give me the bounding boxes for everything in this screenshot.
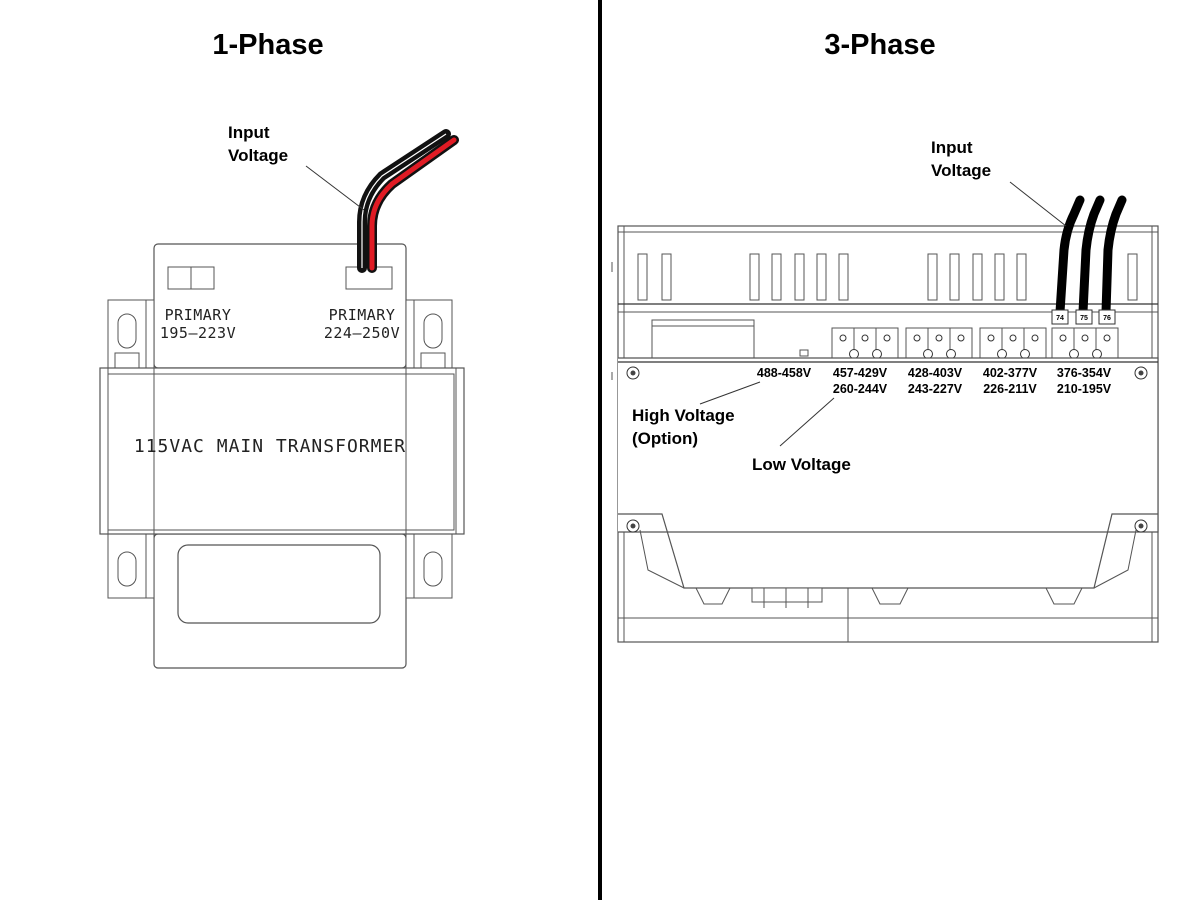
- mounting-tab-top-right: [405, 299, 453, 369]
- wire-red: [369, 137, 457, 271]
- tap-3-low: 243-227V: [908, 382, 963, 396]
- high-voltage-label-line2: (Option): [632, 429, 698, 448]
- tap-1-high: 488-458V: [757, 366, 812, 380]
- primary-connector-left: [167, 266, 215, 290]
- low-voltage-label: Low Voltage: [752, 455, 851, 474]
- terminal-block-4: [1051, 327, 1119, 359]
- terminal-blocks: [831, 327, 1119, 359]
- input-label-1ph-line2: Voltage: [228, 146, 288, 165]
- tap-2-high: 457-429V: [833, 366, 888, 380]
- transformer-label: 115VAC MAIN TRANSFORMER: [134, 436, 406, 457]
- heading-1-phase: 1-Phase: [212, 29, 323, 61]
- low-voltage-leader: [779, 397, 835, 447]
- primary-right-line1: PRIMARY: [329, 306, 396, 324]
- heading-3-phase: 3-Phase: [824, 29, 935, 61]
- tap-4-high: 402-377V: [983, 366, 1038, 380]
- input-callout-leader-1ph: [305, 165, 365, 211]
- transformer-core: [99, 367, 465, 535]
- vent-slots: [637, 253, 1138, 301]
- wire-l2: [1078, 195, 1105, 317]
- tap-4-low: 226-211V: [983, 382, 1037, 396]
- input-callout-leader-3ph: [1009, 181, 1067, 227]
- tap-2-low: 260-244V: [833, 382, 888, 396]
- high-voltage-leader: [699, 381, 761, 405]
- terminal-block-3: [979, 327, 1047, 359]
- label-window: [177, 544, 381, 624]
- primary-left-line2: 195–223V: [160, 324, 236, 342]
- three-phase-input-wires: 74 75 76: [1051, 195, 1127, 325]
- tap-5-high: 376-354V: [1057, 366, 1112, 380]
- three-phase-panel: 74 75 76: [611, 195, 1159, 643]
- primary-right-line2: 224–250V: [324, 324, 400, 342]
- mounting-tab-bottom-left: [107, 533, 155, 599]
- mounting-tab-top-left: [107, 299, 155, 369]
- primary-left-line1: PRIMARY: [165, 306, 232, 324]
- tap-voltage-labels: 488-458V 457-429V 260-244V 428-403V 243-…: [757, 366, 1112, 396]
- wire-tag-76: 76: [1103, 315, 1111, 322]
- terminal-block-1: [831, 327, 899, 359]
- single-phase-transformer: PRIMARY 195–223V PRIMARY 224–250V 115VAC…: [99, 243, 465, 669]
- front-cover: [618, 357, 1159, 533]
- input-label-3ph-line2: Voltage: [931, 161, 991, 180]
- high-voltage-label-line1: High Voltage: [632, 406, 735, 425]
- mounting-tab-bottom-right: [405, 533, 453, 599]
- wire-l1: [1055, 195, 1085, 317]
- wire-tag-75: 75: [1080, 315, 1088, 322]
- input-label-1ph-line1: Input: [228, 123, 270, 142]
- wire-tag-74: 74: [1056, 315, 1064, 322]
- wire-l3: [1101, 195, 1127, 317]
- tap-5-low: 210-195V: [1057, 382, 1112, 396]
- terminal-block-2: [905, 327, 973, 359]
- tap-3-high: 428-403V: [908, 366, 963, 380]
- single-phase-input-wires: [357, 129, 459, 273]
- lower-housing: [618, 513, 1158, 642]
- input-label-3ph-line1: Input: [931, 138, 973, 157]
